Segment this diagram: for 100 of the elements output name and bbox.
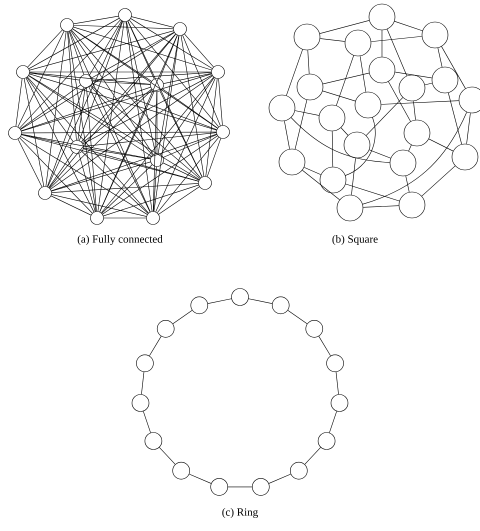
graph-node [336,194,364,222]
edge-line [370,36,422,42]
edge-line [360,56,366,92]
edge-line [100,90,154,212]
edge-line [79,21,123,141]
edge-line [320,38,346,42]
edge-line [29,72,151,85]
graph-node [330,394,348,412]
edge-line [340,127,348,136]
edge-line [51,183,199,193]
graph-node [296,74,324,100]
edge-line [466,112,471,144]
edge-line [172,310,192,324]
graph-node [404,120,430,146]
edge-line [336,55,354,106]
edge-line [28,75,152,157]
graph-node [150,78,164,92]
edge-line [90,85,200,179]
edge-line [386,28,408,76]
edge-line [101,76,214,214]
edge-line [182,34,221,126]
edge-line [26,77,74,142]
edge-line [81,34,176,142]
edge-line [47,20,122,188]
edge-line [162,162,200,180]
graph-node [150,153,164,167]
graph-node [390,150,416,176]
edge-line [366,97,404,136]
edge-line [286,49,303,96]
edge-line [20,32,175,130]
edge-line [159,447,176,465]
edge-line [19,138,93,214]
edge-line [228,486,252,488]
graph-node [210,478,228,496]
edge-line [290,117,390,163]
edge-line [51,162,151,192]
edge-line [72,28,218,128]
edge-line [83,148,151,160]
edge-line [46,31,66,187]
edge-line [78,87,86,141]
edge-line [16,78,22,127]
edge-line [184,34,214,68]
edge-line [156,136,219,214]
edge-line [284,120,290,150]
edge-line [26,78,94,212]
edge-line [362,112,467,205]
edge-line [128,20,154,80]
edge-line [47,87,84,187]
edge-line [336,372,339,395]
edge-line [268,474,291,484]
graph-node [8,126,22,140]
edge-line [73,26,212,70]
edge-line [28,18,120,69]
edge-line [362,205,399,208]
edge-line [369,150,391,158]
graph-node [268,94,296,122]
edge-line [50,89,152,189]
edge-line [288,310,308,324]
edge-line [428,138,454,152]
edge-line [422,166,456,196]
edge-line [72,28,152,82]
edge-line [345,184,400,202]
graph-node [70,140,84,154]
graph-node [432,66,458,94]
edge-line [98,21,124,212]
graph-node [90,211,104,225]
edge-line [154,35,180,212]
edge-line [294,100,308,150]
graph-node [294,24,320,50]
edge-line [143,411,151,433]
edge-line [86,87,97,212]
edge-line [90,86,153,156]
edge-line [51,194,147,217]
edge-line [83,132,217,147]
edge-line [19,20,121,128]
graph-node [132,394,150,412]
edge-line [78,153,96,212]
graph-node [326,354,344,372]
edge-line [82,74,212,144]
edge-line [159,35,178,80]
edge-line [394,72,432,78]
edge-line [74,24,174,30]
edge-line [302,170,340,200]
edge-line [21,134,151,160]
edge-line [103,184,199,216]
graph-node [320,166,346,194]
edge-line [158,35,180,154]
edge-line [28,75,200,180]
graph-node [290,462,308,480]
edge-line [92,83,217,130]
edge-line [82,151,148,214]
edge-line [441,46,466,89]
edge-line [70,30,154,155]
edge-line [29,72,80,80]
subfigure-caption: (b) Square [332,235,378,245]
graph-node [344,132,370,158]
graph-node [398,74,426,102]
graph-node [272,296,290,314]
edge-line [50,196,92,216]
edge-line [205,78,218,177]
